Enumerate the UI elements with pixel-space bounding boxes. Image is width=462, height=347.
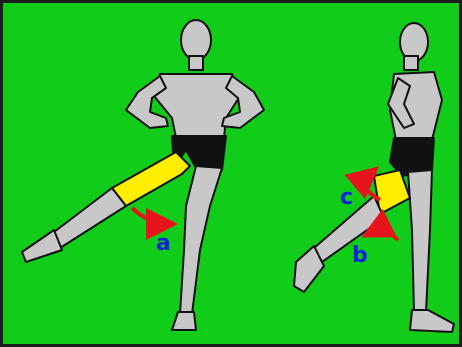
side-neck bbox=[404, 56, 418, 70]
side-standing-leg bbox=[408, 170, 432, 312]
front-head bbox=[181, 20, 211, 60]
label-b: b bbox=[352, 243, 368, 268]
arrow-b bbox=[372, 230, 398, 240]
side-standing-foot bbox=[410, 310, 454, 332]
label-a: a bbox=[156, 231, 171, 256]
front-raised-thigh bbox=[112, 152, 190, 206]
front-standing-leg bbox=[180, 166, 222, 314]
front-raised-lower-leg bbox=[54, 188, 126, 248]
front-neck bbox=[189, 56, 203, 70]
figure-front-view bbox=[22, 20, 264, 330]
front-raised-foot bbox=[22, 230, 62, 262]
label-c: c bbox=[340, 185, 353, 210]
figure-side-view bbox=[294, 23, 454, 332]
front-standing-foot bbox=[172, 312, 196, 330]
arrow-a bbox=[132, 208, 166, 224]
